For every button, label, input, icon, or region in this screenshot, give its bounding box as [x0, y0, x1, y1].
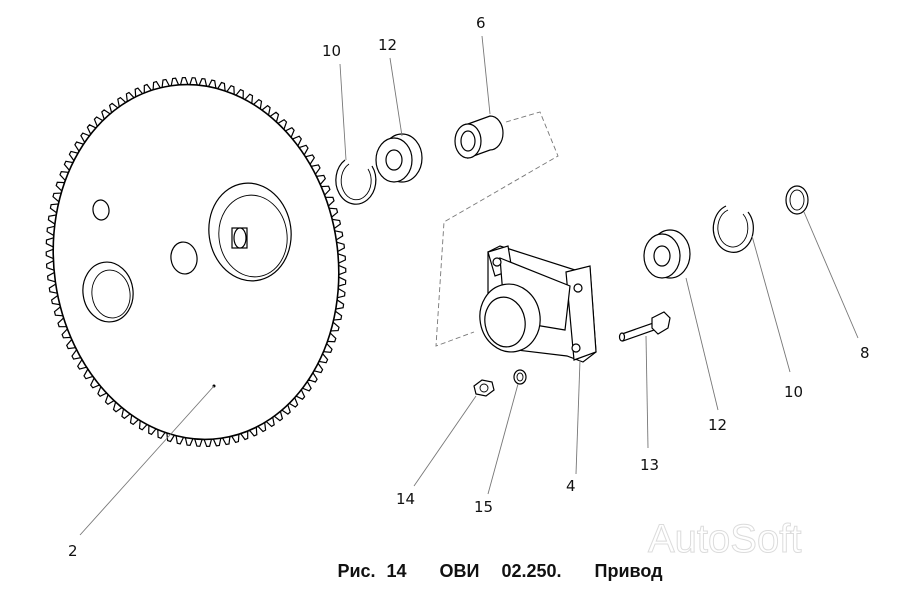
gear-wheel-part-2 — [45, 76, 347, 448]
retaining-ring-part-10-lower — [712, 205, 754, 253]
hex-nut-part-14 — [473, 379, 495, 397]
washer-part-12-upper — [375, 133, 423, 183]
leader-lines — [79, 35, 859, 536]
axis-line-upper — [435, 111, 559, 347]
callout-14: 14 — [396, 490, 415, 508]
figure-caption: Рис. 14 ОВИ 02.250. Привод — [337, 561, 663, 581]
callout-4: 4 — [566, 477, 576, 495]
watermark-text: AutoSoft — [648, 517, 801, 561]
callout-8: 8 — [860, 344, 870, 362]
callout-13: 13 — [640, 456, 659, 474]
snap-ring-part-8 — [785, 185, 809, 215]
spring-washer-part-15 — [513, 369, 527, 385]
bushing-part-6 — [454, 115, 504, 159]
callout-12-upper: 12 — [378, 36, 397, 54]
retaining-ring-part-10-upper — [335, 159, 377, 205]
washer-part-12-lower — [643, 229, 691, 279]
callout-6: 6 — [476, 14, 486, 32]
callout-15: 15 — [474, 498, 493, 516]
callout-10-upper: 10 — [322, 42, 341, 60]
callout-12-lower: 12 — [708, 416, 727, 434]
callout-labels: 2 10 12 6 4 13 12 10 8 14 15 — [68, 14, 870, 560]
bracket-part-4 — [479, 245, 597, 363]
callout-10-lower: 10 — [784, 383, 803, 401]
bolt-part-13 — [618, 311, 671, 342]
callout-2: 2 — [68, 542, 78, 560]
